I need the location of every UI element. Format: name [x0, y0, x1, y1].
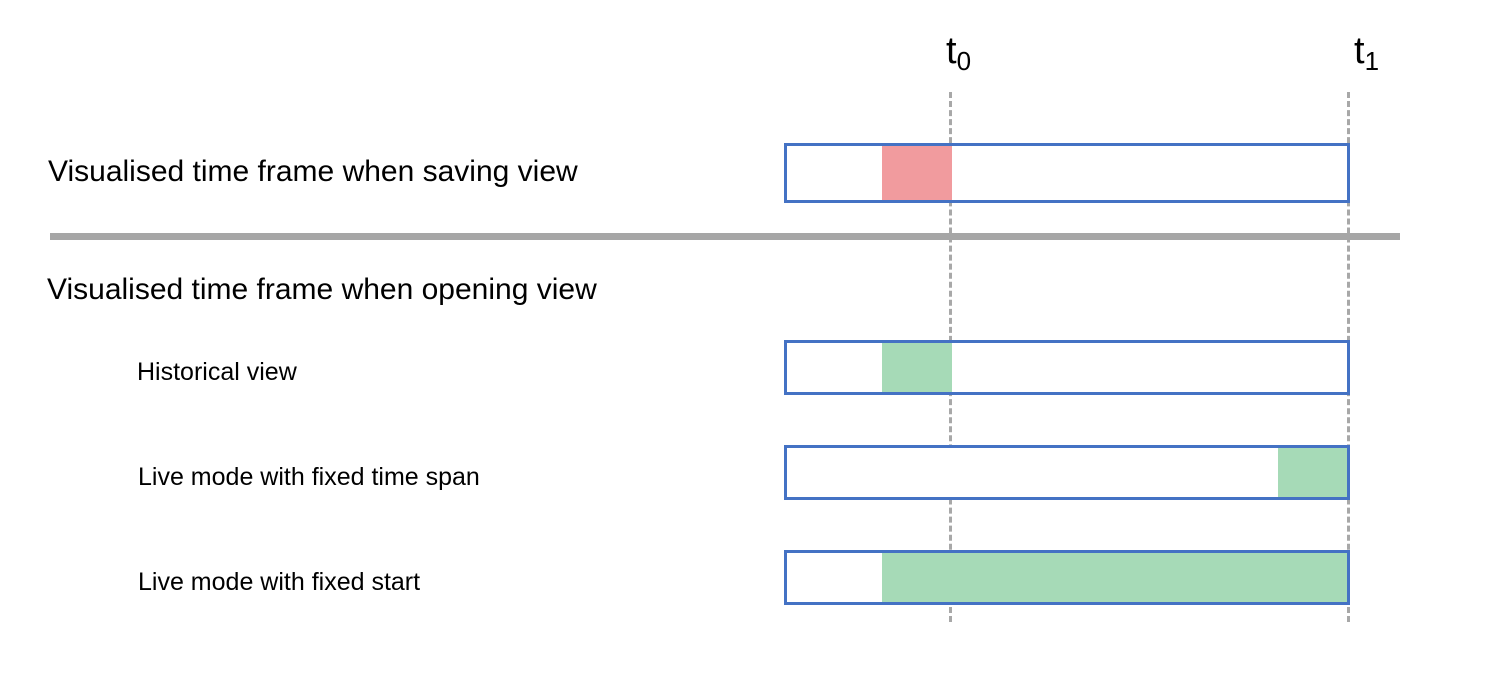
historical-highlight-segment	[882, 343, 953, 392]
t1-label: t1	[1354, 30, 1380, 76]
historical-view-label: Historical view	[137, 358, 297, 386]
live-fixed-timespan-bar	[784, 445, 1350, 500]
timespan-highlight-segment	[1277, 448, 1347, 497]
live-fixed-start-label: Live mode with fixed start	[138, 568, 421, 596]
t1-subscript: 1	[1364, 46, 1380, 76]
live-fixed-start-bar	[784, 550, 1350, 605]
fixedstart-highlight-segment	[882, 553, 1347, 602]
saving-section-label: Visualised time frame when saving view	[48, 155, 578, 188]
section-divider	[50, 233, 1400, 240]
saving-timeframe-bar	[784, 143, 1350, 203]
t0-label: t0	[946, 30, 972, 76]
saving-highlight-segment	[882, 146, 953, 200]
t1-base: t	[1354, 30, 1365, 72]
t0-subscript: 0	[956, 46, 972, 76]
historical-view-bar	[784, 340, 1350, 395]
live-fixed-timespan-label: Live mode with fixed time span	[138, 463, 480, 491]
t0-base: t	[946, 30, 957, 72]
opening-section-label: Visualised time frame when opening view	[47, 273, 597, 306]
